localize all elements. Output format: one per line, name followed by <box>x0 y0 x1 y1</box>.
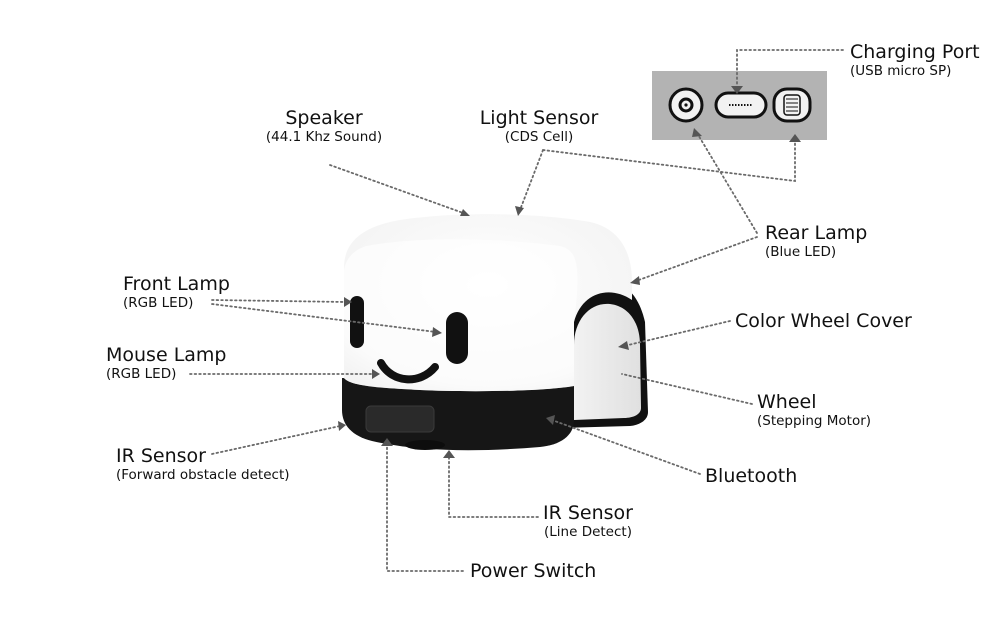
label-wheel-main: Wheel <box>757 391 817 413</box>
arrow-mouse-lamp <box>372 369 380 379</box>
label-speaker-sub: (44.1 Khz Sound) <box>265 129 383 145</box>
right-eye-lamp <box>446 312 468 364</box>
arrow-front-lamp-left <box>344 297 352 307</box>
leader-light-sensor <box>519 149 544 211</box>
arrow-light-sensor <box>515 206 524 216</box>
label-color-wheel-cover-main: Color Wheel Cover <box>735 310 912 332</box>
ir-sensor-window <box>365 405 435 433</box>
arrow-front-lamp-right <box>432 327 442 337</box>
label-ir-sensor-forward-main: IR Sensor <box>116 445 206 467</box>
leader-speaker <box>329 164 467 215</box>
label-power-switch-main: Power Switch <box>470 560 597 582</box>
label-mouse-lamp: Mouse Lamp (RGB LED) <box>106 346 227 382</box>
label-power-switch: Power Switch <box>470 562 596 581</box>
usb-micro-port-icon <box>714 91 768 119</box>
label-ir-sensor-forward-sub: (Forward obstacle detect) <box>116 467 290 483</box>
label-rear-lamp: Rear Lamp (Blue LED) <box>765 224 867 260</box>
leader-charging-port <box>736 49 844 87</box>
label-front-lamp-main: Front Lamp <box>123 273 230 295</box>
leader-ir-forward <box>211 425 341 455</box>
label-charging-port-main: Charging Port <box>850 41 980 63</box>
label-wheel: Wheel (Stepping Motor) <box>757 393 871 429</box>
arrow-rear-lamp <box>630 276 640 285</box>
left-eye-lamp <box>350 296 364 348</box>
label-light-sensor-sub: (CDS Cell) <box>504 129 574 145</box>
leader-color-wheel-cover <box>623 320 731 347</box>
robot-body <box>342 214 648 451</box>
arrow-charging-port <box>731 86 743 94</box>
arrow-color-wheel-cover <box>618 341 629 350</box>
leader-bluetooth <box>551 419 701 475</box>
leader-rear-lamp <box>635 236 758 282</box>
arrow-light-sensor-rear <box>789 134 801 142</box>
arrow-power-switch <box>381 438 393 446</box>
arrow-bluetooth <box>546 415 555 425</box>
label-rear-lamp-main: Rear Lamp <box>765 222 868 244</box>
label-bluetooth-main: Bluetooth <box>705 465 798 487</box>
label-light-sensor: Light Sensor (CDS Cell) <box>470 109 608 145</box>
label-speaker-main: Speaker <box>285 107 363 129</box>
label-bluetooth: Bluetooth <box>705 467 797 486</box>
label-mouse-lamp-sub: (RGB LED) <box>106 366 177 382</box>
label-ir-sensor-line-main: IR Sensor <box>543 502 633 524</box>
label-speaker: Speaker (44.1 Khz Sound) <box>250 109 398 145</box>
label-ir-sensor-line-sub: (Line Detect) <box>544 524 632 540</box>
dc-jack-icon <box>668 87 704 123</box>
port-panel <box>652 71 827 140</box>
arrow-ir-line <box>443 450 455 458</box>
label-ir-sensor-line: IR Sensor (Line Detect) <box>534 504 642 540</box>
label-mouse-lamp-main: Mouse Lamp <box>106 344 227 366</box>
label-ir-sensor-forward: IR Sensor (Forward obstacle detect) <box>116 447 290 483</box>
mouth-lamp <box>377 359 439 384</box>
arrow-speaker <box>460 209 470 216</box>
arrow-rear-lamp-top <box>692 128 702 137</box>
leader-front-lamp-left <box>211 299 347 303</box>
leader-light-sensor-rear <box>542 139 796 183</box>
leader-power-switch <box>386 443 464 572</box>
label-wheel-sub: (Stepping Motor) <box>757 413 872 429</box>
label-color-wheel-cover: Color Wheel Cover <box>735 312 912 331</box>
label-front-lamp-sub: (RGB LED) <box>123 295 194 311</box>
leader-lines <box>189 49 844 572</box>
color-wheel-cover-shape <box>574 303 641 420</box>
label-light-sensor-main: Light Sensor <box>479 107 599 129</box>
leader-front-lamp-right <box>211 303 437 333</box>
leader-wheel <box>621 373 753 405</box>
label-rear-lamp-sub: (Blue LED) <box>765 244 837 260</box>
rear-sensor-icon <box>772 87 812 123</box>
label-charging-port: Charging Port (USB micro SP) <box>850 43 980 79</box>
leader-ir-line <box>448 455 539 518</box>
arrow-ir-forward <box>338 421 346 431</box>
label-charging-port-sub: (USB micro SP) <box>850 63 952 79</box>
leader-rear-lamp-top <box>696 132 758 234</box>
label-front-lamp: Front Lamp (RGB LED) <box>123 275 230 311</box>
